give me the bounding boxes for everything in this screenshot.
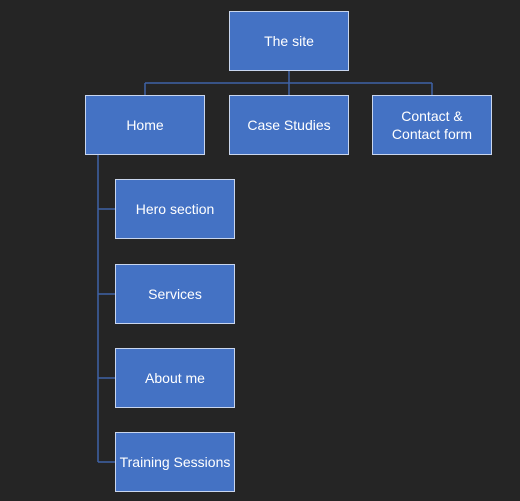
node-about-me: About me <box>115 348 235 408</box>
node-case-studies: Case Studies <box>229 95 349 155</box>
node-training-sessions: Training Sessions <box>115 432 235 492</box>
node-hero-section: Hero section <box>115 179 235 239</box>
node-services: Services <box>115 264 235 324</box>
node-the-site: The site <box>229 11 349 71</box>
node-home: Home <box>85 95 205 155</box>
node-contact: Contact & Contact form <box>372 95 492 155</box>
